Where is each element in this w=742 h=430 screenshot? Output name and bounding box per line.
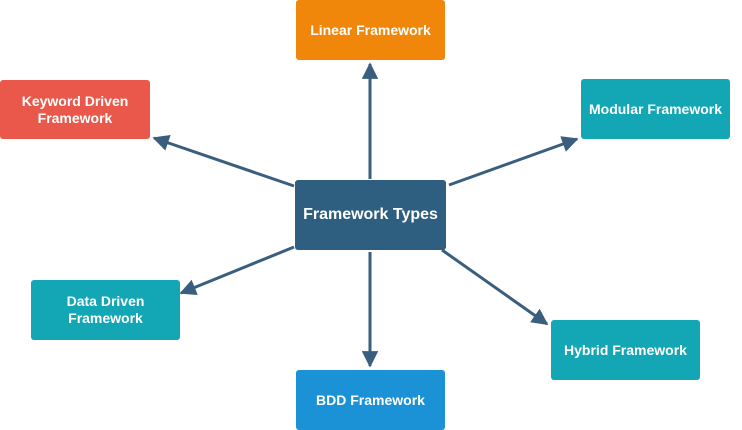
hybrid-framework-label: Hybrid Framework xyxy=(564,341,687,358)
arrow-to-data xyxy=(179,245,295,296)
linear-framework-node: Linear Framework xyxy=(296,0,445,60)
keyword-driven-framework-node: Keyword Driven Framework xyxy=(0,80,150,139)
hybrid-framework-node: Hybrid Framework xyxy=(551,320,700,380)
keyword-driven-framework-label: Keyword Driven Framework xyxy=(21,92,129,126)
arrow-to-keyword xyxy=(152,135,295,188)
data-driven-framework-node: Data Driven Framework xyxy=(31,280,180,340)
modular-framework-node: Modular Framework xyxy=(581,79,730,139)
framework-types-label: Framework Types xyxy=(303,206,438,223)
framework-types-node: Framework Types xyxy=(295,180,446,250)
arrow-to-modular xyxy=(448,136,579,187)
bdd-framework-label: BDD Framework xyxy=(316,391,425,408)
data-driven-framework-label: Data Driven Framework xyxy=(66,293,145,326)
linear-framework-label: Linear Framework xyxy=(310,21,431,38)
modular-framework-label: Modular Framework xyxy=(588,100,723,117)
arrow-to-hybrid xyxy=(441,248,549,326)
bdd-framework-node: BDD Framework xyxy=(296,370,445,430)
